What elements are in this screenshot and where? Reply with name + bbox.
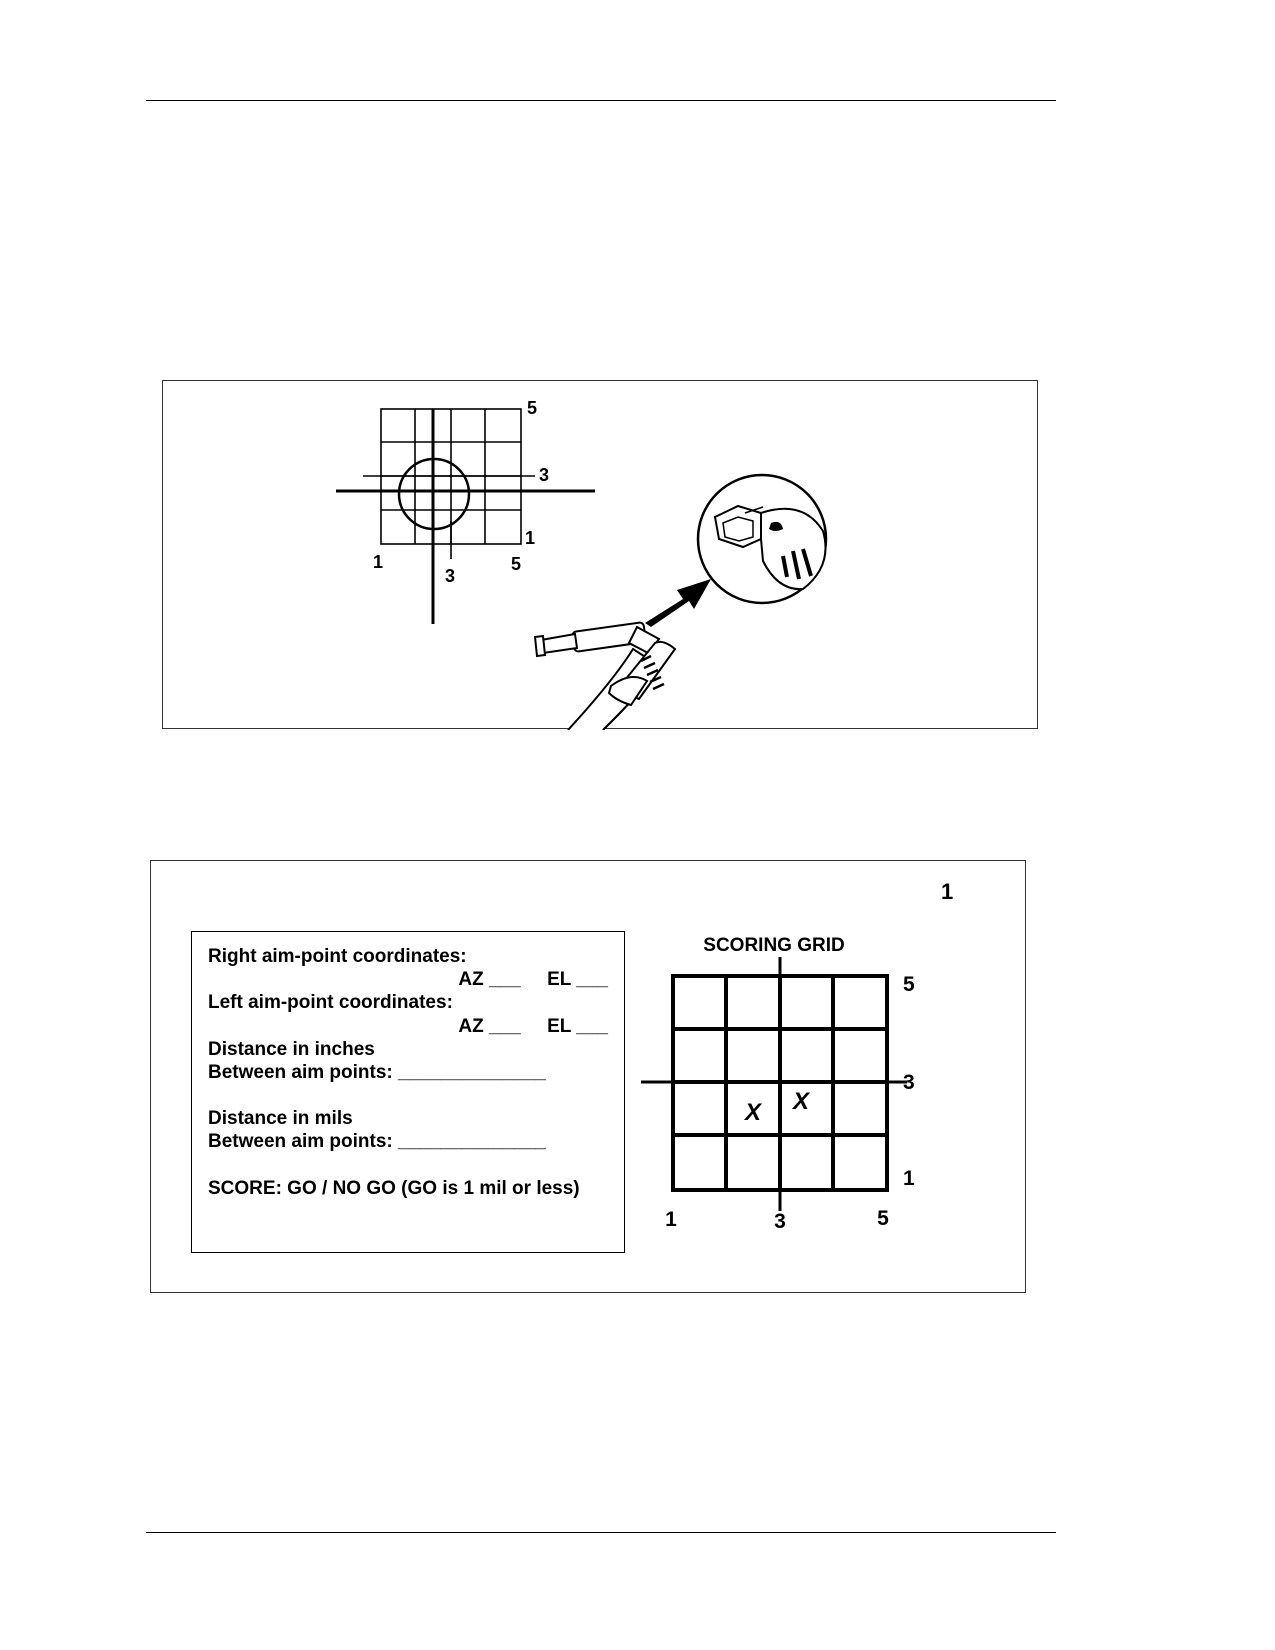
scoring-label-right-top: 5 [903, 973, 915, 996]
scoring-grid: SCORING GRID X X 5 3 1 1 3 5 [641, 935, 915, 1233]
form-left-aim-label: Left aim-point coordinates: [208, 992, 453, 1013]
form-distance-mils-label: Distance in mils [208, 1108, 353, 1129]
magnified-detail-icon [696, 473, 828, 605]
figure-boresight-illustration: 5 3 1 1 3 5 [162, 380, 1038, 731]
form-distance-inches-label: Distance in inches [208, 1039, 375, 1060]
grid-label-right-bottom: 1 [525, 528, 535, 548]
form-score-line: SCORE: GO / NO GO (GO is 1 mil or less) [208, 1178, 580, 1199]
figure-corner-number: 1 [941, 879, 954, 904]
scoring-label-bottom-left: 1 [665, 1208, 677, 1231]
grid-label-bottom-left: 1 [373, 552, 383, 572]
figure-scoring-sheet: 1 Right aim-point coordinates: AZ ___ EL… [150, 860, 1026, 1293]
form-distance-mils-field: Between aim points: ______________ [208, 1131, 546, 1152]
form-right-aim-label: Right aim-point coordinates: [208, 946, 467, 967]
form-left-az-el: AZ ___ EL ___ [458, 1016, 608, 1037]
reticle-circle [397, 457, 471, 531]
grid-label-bottom-mid: 3 [445, 566, 455, 586]
scoring-label-right-bottom: 1 [903, 1167, 915, 1190]
boresight-tool-icon [533, 621, 677, 731]
header-rule [146, 100, 1056, 101]
boresight-drawing: 5 3 1 1 3 5 [336, 398, 828, 731]
scoring-label-bottom-right: 5 [877, 1207, 889, 1230]
form-right-az-el: AZ ___ EL ___ [458, 969, 608, 990]
form-distance-inches-field: Between aim points: ______________ [208, 1062, 546, 1083]
scoring-grid-title: SCORING GRID [703, 935, 844, 956]
grid-label-bottom-right: 5 [511, 554, 521, 574]
scoring-label-bottom-mid: 3 [774, 1210, 786, 1233]
shot-mark-right: X [791, 1088, 811, 1115]
scoring-label-right-mid: 3 [903, 1071, 915, 1094]
grid-label-right-mid: 3 [539, 465, 549, 485]
shot-mark-left: X [743, 1099, 763, 1126]
arrow-icon [645, 579, 711, 627]
footer-rule [146, 1532, 1056, 1533]
grid-label-top-right: 5 [527, 398, 537, 418]
aim-point-form: Right aim-point coordinates: AZ ___ EL _… [191, 931, 625, 1253]
